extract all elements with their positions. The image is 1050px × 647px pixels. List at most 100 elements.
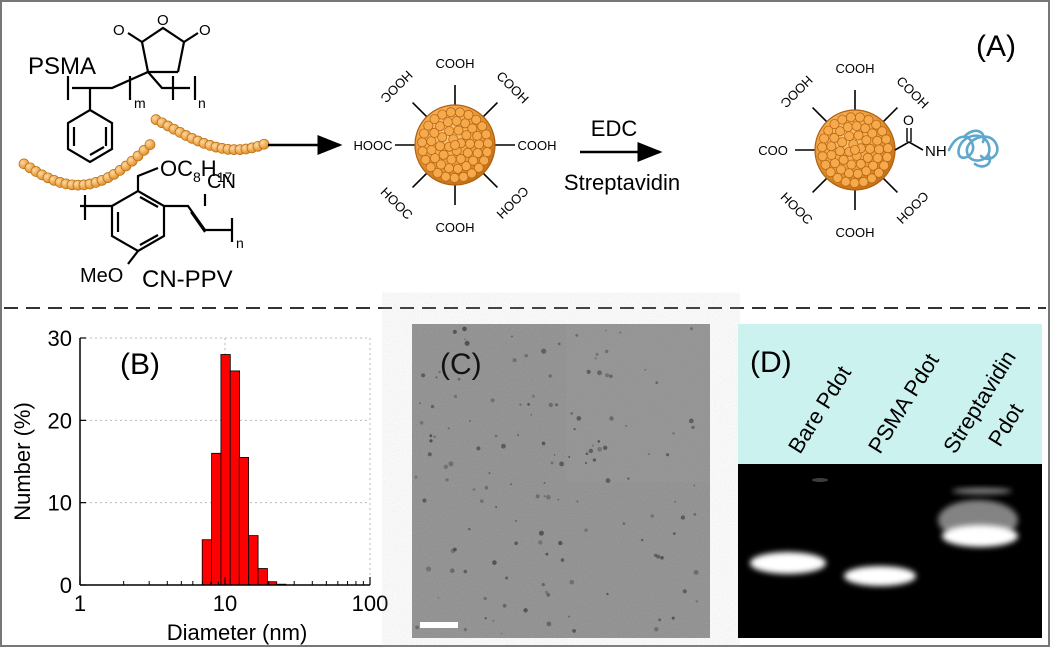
tem-particle — [492, 619, 495, 622]
tem-particle — [605, 349, 609, 354]
pdot-bead — [417, 146, 428, 157]
tem-particle — [538, 540, 543, 545]
tem-particle — [449, 568, 455, 574]
tem-particle — [464, 340, 470, 346]
tem-particle — [558, 342, 561, 346]
tem-particle — [573, 428, 576, 431]
x-tick-label: 100 — [352, 591, 389, 616]
tem-particle — [594, 357, 597, 360]
tem-particle — [438, 370, 441, 374]
pdot-bead — [452, 163, 463, 174]
tem-particle — [575, 334, 579, 337]
tem-particle — [622, 522, 626, 525]
pdot-bead — [832, 172, 843, 183]
cooh-label: COOH — [436, 220, 475, 235]
scale-bar — [420, 622, 458, 628]
ligand-bond — [882, 107, 898, 123]
tem-particle — [468, 528, 471, 531]
pdot-bead — [482, 147, 493, 158]
tem-particle — [523, 608, 528, 613]
ligand-bond — [812, 107, 828, 123]
tem-particle — [619, 331, 622, 334]
tem-particle — [430, 404, 435, 409]
tem-particle — [457, 377, 461, 381]
pdot-bead — [417, 137, 428, 148]
tem-particle — [609, 374, 613, 379]
tem-particle — [538, 530, 544, 536]
pdot-bead — [423, 120, 434, 131]
tem-particle — [511, 335, 513, 338]
cnppv-structure — [80, 166, 234, 265]
pdot-bead — [435, 121, 446, 132]
tem-particle — [586, 369, 591, 374]
tem-particle — [422, 498, 427, 503]
tem-particle — [515, 519, 518, 522]
cooh-label: COOH — [518, 138, 557, 153]
tem-particle — [682, 589, 687, 594]
pdot-bead — [429, 127, 440, 138]
x-tick-label: 10 — [213, 591, 237, 616]
tem-particle — [437, 596, 440, 599]
tem-particle — [445, 478, 449, 482]
pdot-bead — [838, 154, 849, 165]
amide-o: O — [903, 112, 914, 128]
tem-particle — [656, 554, 661, 559]
y-tick-label: 30 — [48, 326, 72, 351]
cnppv-cn-group: CN — [207, 171, 236, 193]
tem-particle — [654, 627, 659, 632]
pdot-bead — [825, 167, 836, 178]
tem-particle — [524, 354, 528, 358]
tem-particle — [650, 514, 654, 518]
tem-particle — [576, 416, 582, 421]
tem-particle — [558, 540, 563, 546]
polymer-bead-chain — [18, 114, 270, 191]
pdot-bead — [836, 164, 847, 175]
histogram-bar — [201, 539, 212, 586]
amide-bond — [894, 141, 924, 151]
panel-d: (D) Bare Pdot PSMA Pdot Streptavidin Pdo… — [738, 324, 1042, 638]
tem-particle — [543, 495, 546, 497]
pdot-bead — [866, 173, 877, 184]
pdot-bead — [877, 126, 888, 137]
pdot-bead — [445, 107, 456, 118]
tem-particle — [695, 600, 698, 603]
pdot-bead — [879, 160, 890, 171]
tem-particle — [476, 446, 481, 451]
tem-particle — [462, 326, 467, 332]
tem-particle — [647, 453, 650, 456]
tem-particle — [606, 592, 609, 596]
pdot-bead — [482, 138, 493, 149]
tem-particle — [505, 576, 509, 580]
tem-particle — [435, 376, 438, 379]
tem-particle — [597, 447, 602, 452]
pdot-bead — [863, 114, 874, 125]
tem-particle — [568, 615, 571, 618]
tem-particle — [588, 448, 594, 454]
pdot-bead — [819, 133, 830, 144]
tem-particle — [690, 327, 693, 330]
pdot-bead — [837, 137, 848, 148]
cooh-label: COOH — [436, 56, 475, 71]
tem-particle — [492, 560, 497, 565]
cooh-label: HOOC — [778, 189, 816, 227]
pdot-bead — [435, 159, 446, 170]
amide-nh: NH — [925, 143, 947, 160]
pdot-bead — [829, 132, 840, 143]
pdot-bead — [440, 171, 451, 182]
tem-particle — [541, 348, 547, 354]
tem-particle — [443, 464, 449, 469]
tem-particle — [427, 452, 432, 457]
tem-particle — [584, 462, 587, 464]
pdot-bead — [425, 162, 436, 173]
pdot-bead — [450, 140, 460, 150]
tem-particle — [605, 329, 607, 332]
tem-particle — [453, 547, 457, 552]
tem-particle — [666, 453, 670, 457]
psma-o-center: O — [157, 12, 169, 29]
tem-particle — [421, 373, 426, 378]
tem-particle — [553, 454, 556, 456]
